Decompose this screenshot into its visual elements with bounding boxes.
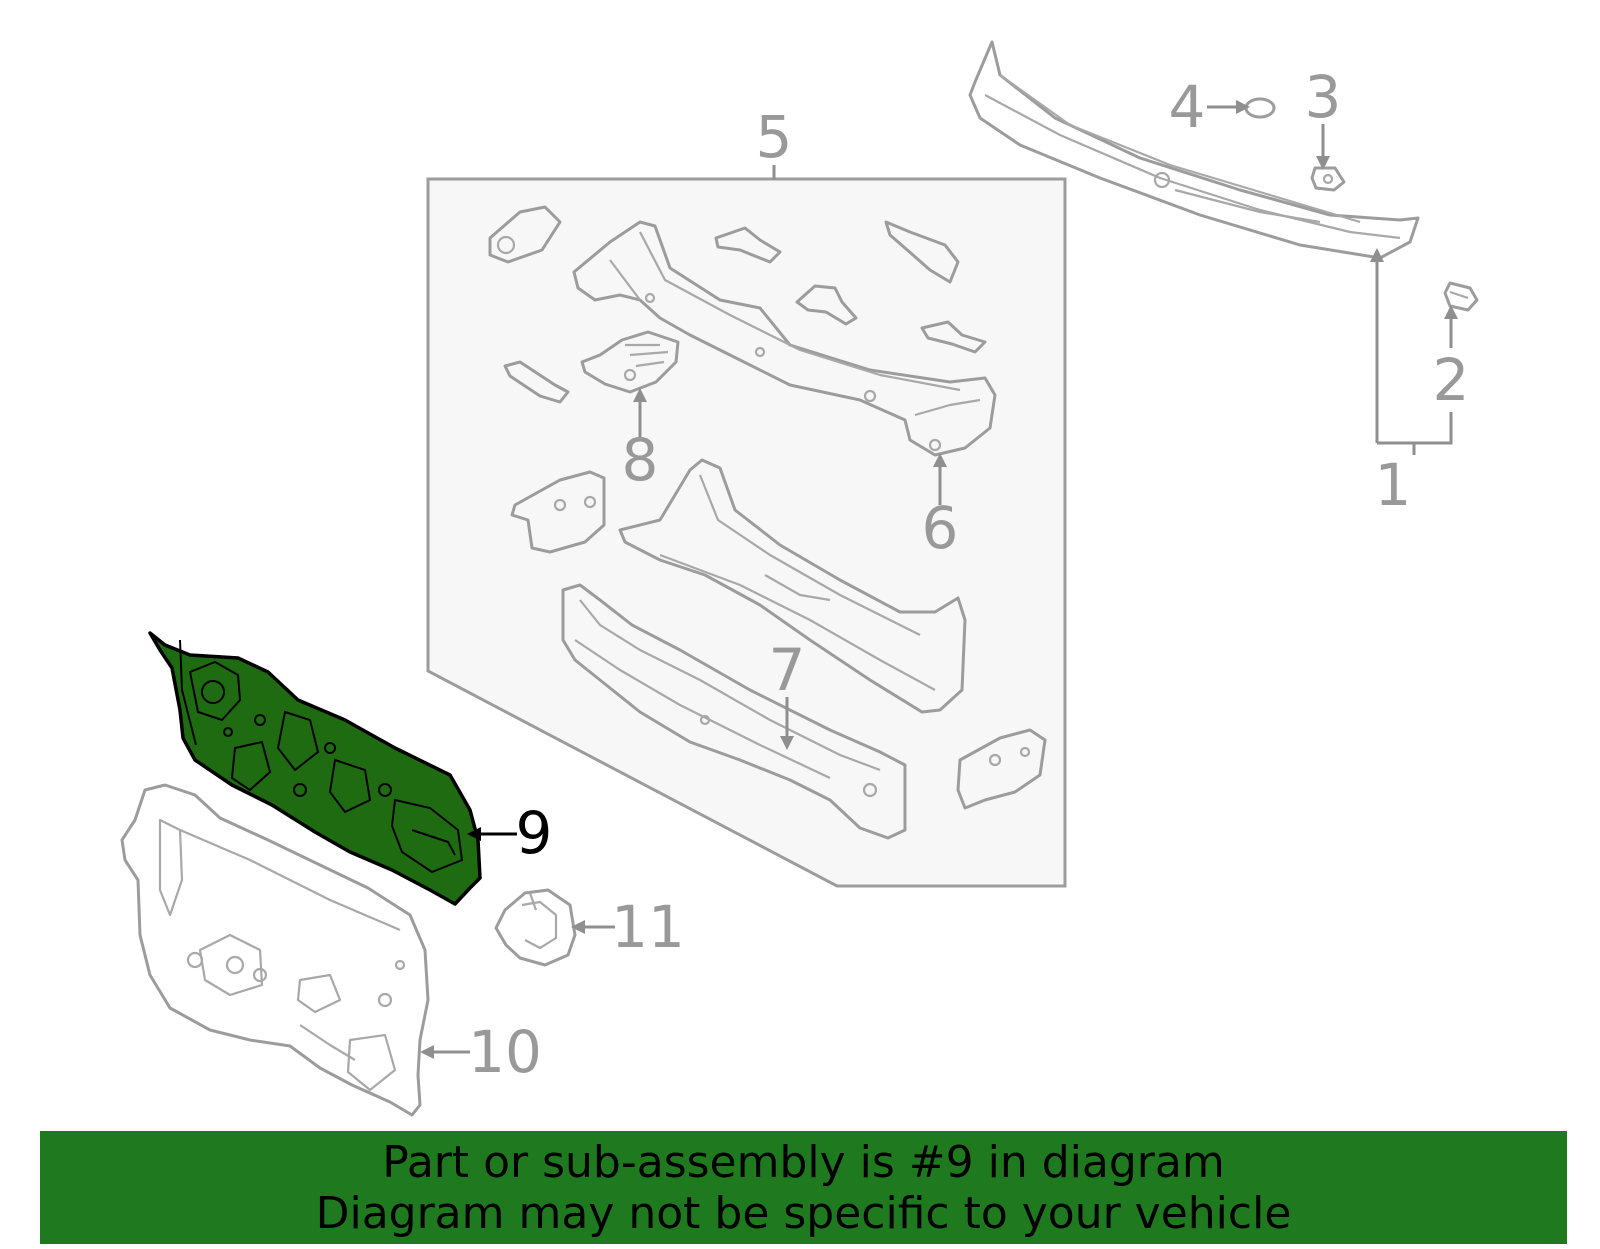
leader-1-bracket <box>1377 412 1453 445</box>
bracket-plate-a[interactable] <box>714 226 782 264</box>
callout-1: 1 <box>1375 451 1412 519</box>
cross-member-mid[interactable] <box>618 458 967 714</box>
banner-line-1: Part or sub-assembly is #9 in diagram <box>382 1136 1225 1188</box>
part-9-dash-insulator[interactable] <box>148 631 482 906</box>
leader-lines <box>420 100 1458 1059</box>
part-6-reinforcement[interactable] <box>572 220 997 457</box>
part-2-clip[interactable] <box>1443 281 1479 312</box>
callout-5: 5 <box>756 103 793 171</box>
callout-6: 6 <box>922 494 959 562</box>
bracket-hat[interactable] <box>795 284 858 326</box>
part-7-lower-member[interactable] <box>561 583 907 840</box>
assembly-5-group-box <box>426 177 1067 888</box>
banner-line-2: Diagram may not be specific to your vehi… <box>315 1187 1292 1239</box>
bracket-plate-b[interactable] <box>920 320 987 354</box>
bracket-lower-right[interactable] <box>956 728 1047 810</box>
callout-8: 8 <box>622 426 659 494</box>
bracket-top-left[interactable] <box>488 205 562 264</box>
bracket-left-strip[interactable] <box>503 360 570 404</box>
part-8-bracket[interactable] <box>580 330 680 394</box>
callout-3: 3 <box>1305 63 1342 131</box>
info-banner: Part or sub-assembly is #9 in diagram Di… <box>40 1131 1567 1244</box>
part-4-plug[interactable] <box>1244 97 1276 119</box>
callout-10: 10 <box>468 1018 542 1086</box>
callout-4: 4 <box>1169 73 1206 141</box>
bracket-top-right[interactable] <box>884 220 960 284</box>
callout-9: 9 <box>516 799 553 867</box>
callout-7: 7 <box>769 636 806 704</box>
part-10-dash-panel[interactable] <box>120 783 430 1117</box>
part-11-bracket[interactable] <box>494 888 577 967</box>
callout-2: 2 <box>1433 346 1470 414</box>
part-1-cowl-panel[interactable] <box>968 40 1420 260</box>
part-3-nut[interactable] <box>1310 166 1346 192</box>
bracket-left-mid[interactable] <box>510 470 606 554</box>
callout-11: 11 <box>611 893 685 961</box>
